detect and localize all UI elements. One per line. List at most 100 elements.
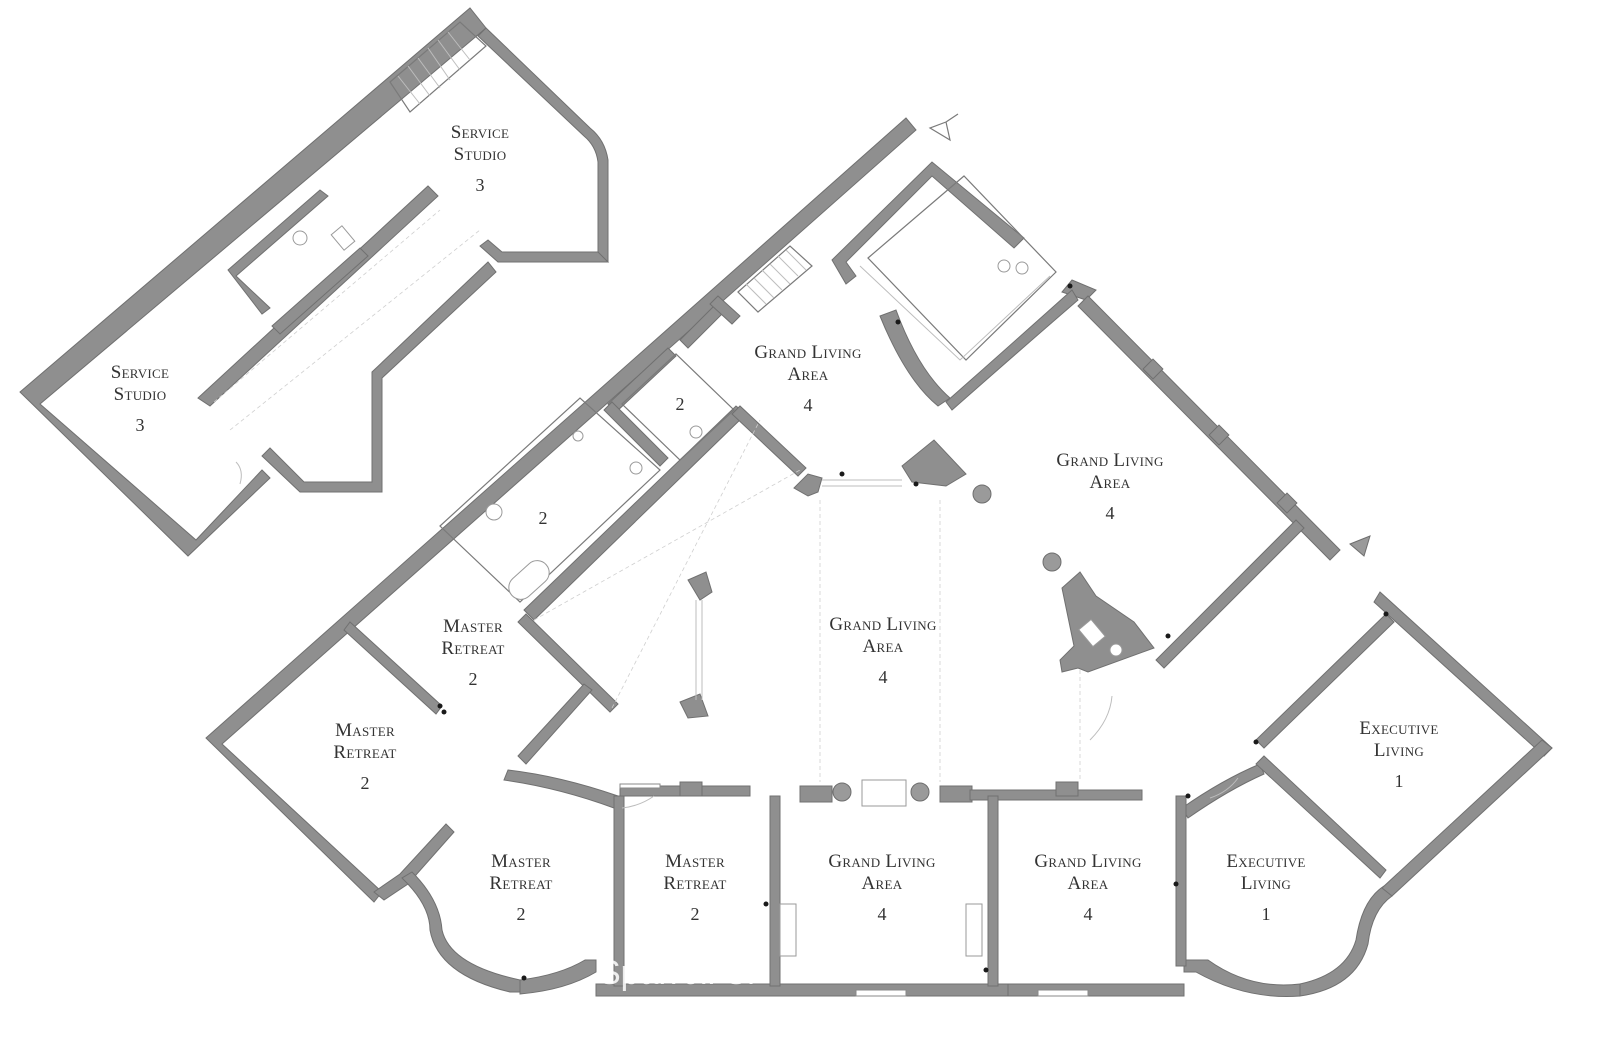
room-name-line2: Area [1090, 472, 1131, 493]
room-number: 4 [1106, 503, 1115, 523]
master-retreat-left-wall-2 [373, 823, 455, 901]
room-name-line1: Grand Living [828, 851, 935, 872]
room-label-bath-lower: 2 [539, 508, 548, 528]
room-name-line1: Executive [1226, 851, 1305, 872]
powder-room-basin-icon [1109, 643, 1123, 657]
hall-wall [731, 405, 807, 477]
bay-curve-left-2 [519, 959, 597, 995]
window-pier-2 [1142, 358, 1164, 380]
room-name-line2: Studio [114, 384, 167, 405]
main-northwest-wall [205, 117, 917, 903]
room-name-line2: Studio [454, 144, 507, 165]
room-number: 3 [136, 415, 145, 435]
service-wing-bottom-wall [479, 239, 610, 263]
door-swing-4 [235, 461, 242, 485]
closet-wall-2 [709, 295, 741, 325]
room-name-line2: Area [863, 636, 904, 657]
door-swing-2 [621, 795, 655, 809]
executive-wing-inner-wall-2 [1255, 755, 1387, 879]
service-toilet-icon [292, 230, 308, 246]
basin-icon [485, 503, 503, 521]
master-retreat-upper-wall [517, 683, 593, 765]
bath-upper-outline [621, 353, 735, 461]
diagonal-hint-2 [611, 419, 761, 709]
room-name-line1: Service [111, 362, 170, 383]
service-bath-wall [227, 189, 329, 315]
corridor-pier-4 [1055, 781, 1079, 797]
room-number: 2 [517, 904, 526, 924]
window-pier-1 [1208, 424, 1230, 446]
room-name-line1: Grand Living [1056, 450, 1163, 471]
room-name-line1: Grand Living [1034, 851, 1141, 872]
room-name-line2: Living [1241, 873, 1291, 894]
room-name-line1: Master [491, 851, 551, 872]
master-retreat-left-wall [343, 621, 443, 715]
basin-icon-2 [572, 430, 584, 442]
bath-inner-outline [859, 265, 1051, 361]
stair-main-treads [745, 249, 807, 305]
room-number: 4 [1084, 904, 1093, 924]
main-house [205, 113, 1553, 997]
column-1 [832, 782, 852, 802]
watermark: Sparrell Si [598, 954, 755, 992]
center-pier-left-2 [687, 571, 713, 601]
divider-wall-3 [987, 795, 999, 987]
service-basin-icon [330, 225, 356, 251]
northeast-inner-wall [879, 309, 951, 407]
switch-dots [437, 283, 1389, 981]
northeast-block-wall [831, 161, 1025, 285]
room-label-bath-upper: 2 [676, 394, 685, 414]
room-name-line1: Grand Living [754, 342, 861, 363]
service-stair [389, 21, 487, 113]
column-3 [972, 484, 992, 504]
service-bath-wall-2 [271, 247, 369, 335]
bathtub-icon [508, 560, 550, 600]
south-wall-2 [1007, 983, 1185, 997]
service-corridor-wall-lower [261, 261, 497, 493]
room-name-line1: Grand Living [829, 614, 936, 635]
room-number: 4 [804, 395, 813, 415]
bay-curve-right-2 [1299, 885, 1393, 997]
service-corridor-diagonal [213, 209, 441, 403]
room-name-line1: Master [335, 720, 395, 741]
room-number: 4 [878, 904, 887, 924]
grand-living-right-east-wall [1077, 295, 1341, 561]
center-pier-left [793, 473, 823, 497]
room-name-line1: Service [451, 122, 510, 143]
room-name-line2: Retreat [489, 873, 552, 894]
toilet-icon-2 [629, 461, 643, 475]
room-number: 2 [361, 773, 370, 793]
room-number: 2 [676, 394, 685, 414]
door-swing-3 [1209, 777, 1239, 799]
door-swing-1 [1089, 695, 1113, 741]
powder-room-toilet-icon [1078, 618, 1106, 648]
room-number: 2 [539, 508, 548, 528]
grand-living-right-south-wall [1155, 519, 1305, 669]
curved-corridor-wall-right [1181, 763, 1265, 819]
fireplace-icon [861, 779, 907, 807]
corridor-pier-1 [799, 785, 833, 803]
service-wing-outer-wall [19, 7, 487, 557]
basin-icon-4 [1015, 261, 1029, 275]
sofa-icon-right [965, 903, 983, 957]
diagonal-hint-1 [533, 469, 801, 621]
column-4 [1042, 552, 1062, 572]
toilet-icon [689, 425, 703, 439]
center-pier-top [901, 439, 967, 487]
room-name-line2: Area [1068, 873, 1109, 894]
service-corridor-diagonal-2 [229, 229, 481, 431]
column-2 [910, 782, 930, 802]
room-number: 4 [879, 667, 888, 687]
bath-vanity-upper [867, 175, 1057, 361]
room-number: 1 [1395, 771, 1404, 791]
